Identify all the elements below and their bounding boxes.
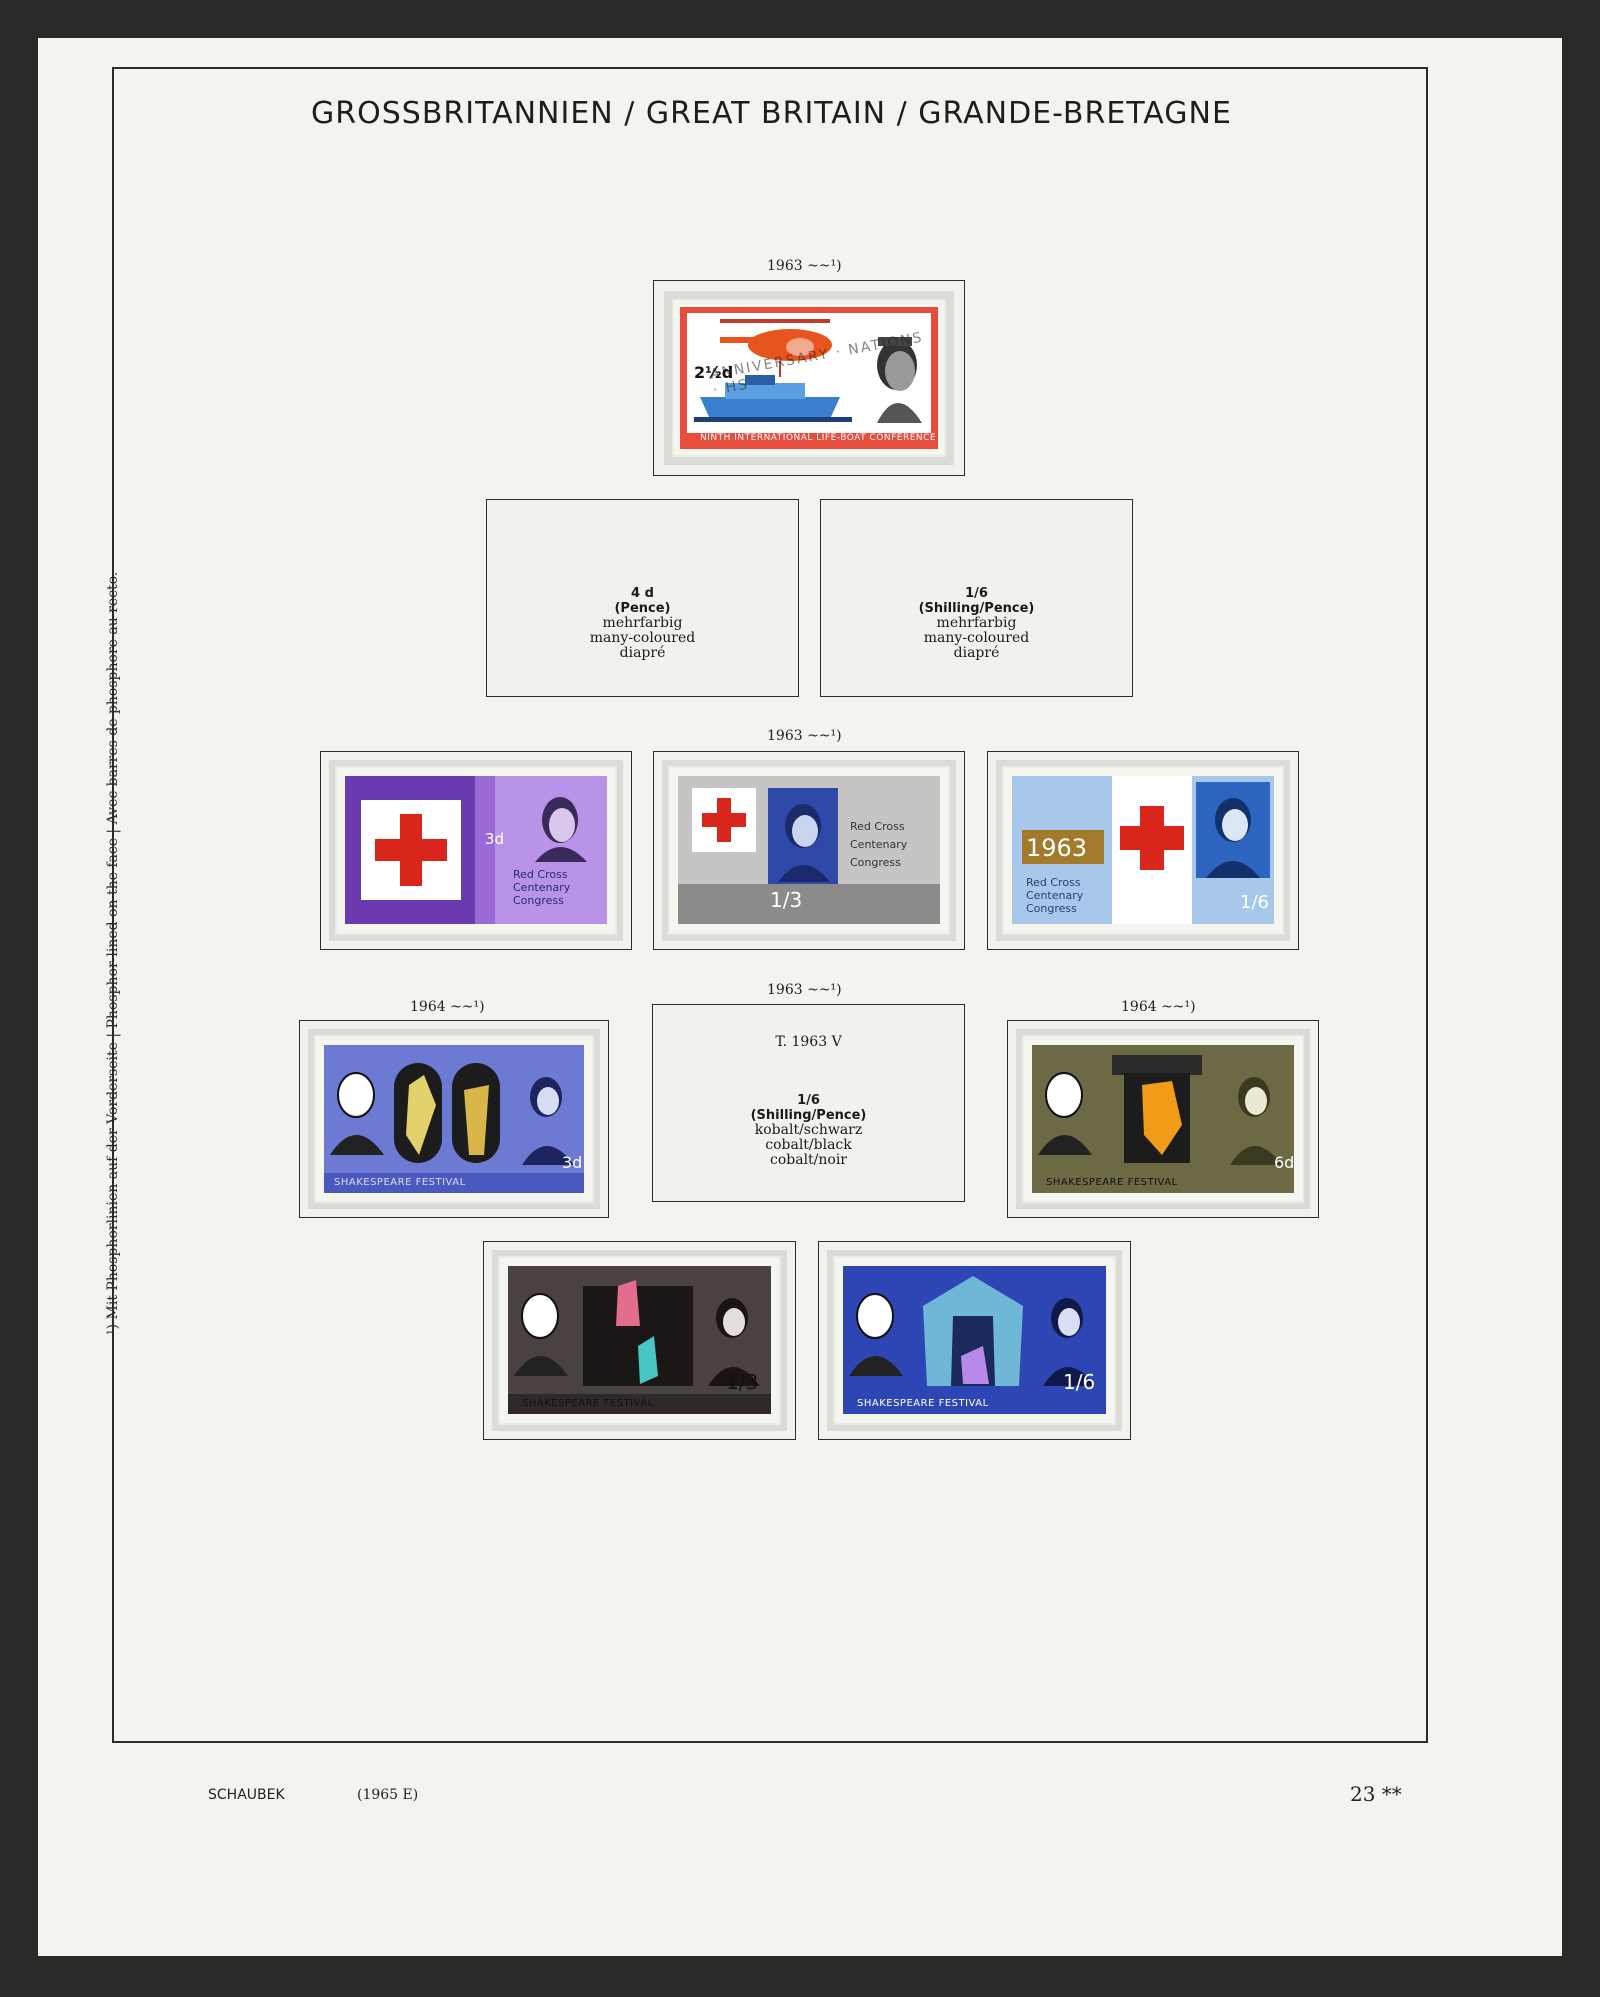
mount-box-lifeboat: 2½d NINTH INTERNATIONAL LIFE-BOAT CONFER… [653, 280, 965, 476]
stamp-lifeboat[interactable]: 2½d NINTH INTERNATIONAL LIFE-BOAT CONFER… [680, 307, 938, 449]
publisher-name: SCHAUBEK [208, 1787, 285, 1803]
shakespeare-balcony-illustration [514, 1280, 760, 1386]
caption-1963-placeholder: 1963 ~~¹) [767, 982, 842, 998]
helicopter-lifeboat-illustration [694, 319, 852, 422]
queen-portrait-icon [535, 797, 587, 862]
outer-frame [112, 67, 1428, 1743]
shakespeare-puck-illustration [330, 1063, 574, 1165]
placeholder-1-6: 1/6 (Shilling/Pence) mehrfarbig many-col… [820, 499, 1133, 697]
stamp-shakespeare-1-3[interactable]: 1/3 SHAKESPEARE FESTIVAL [508, 1266, 771, 1414]
stamp-shakespeare-6d[interactable]: 6d SHAKESPEARE FESTIVAL [1032, 1045, 1294, 1193]
mount-box-shakespeare-6d: 6d SHAKESPEARE FESTIVAL [1007, 1020, 1319, 1218]
stamp-shakespeare-1-6[interactable]: 1/6 SHAKESPEARE FESTIVAL [843, 1266, 1106, 1414]
queen-portrait-icon [1196, 782, 1270, 878]
caption-1963-lifeboat: 1963 ~~¹) [767, 258, 842, 274]
mount-box-shakespeare-3d: 3d SHAKESPEARE FESTIVAL [299, 1020, 609, 1218]
mount-box-shakespeare-1-3: 1/3 SHAKESPEARE FESTIVAL [483, 1241, 796, 1440]
mount-box-shakespeare-1-6: 1/6 SHAKESPEARE FESTIVAL [818, 1241, 1131, 1440]
shakespeare-tent-illustration [849, 1276, 1095, 1386]
edition-label: (1965 E) [357, 1787, 419, 1803]
page-title: GROSSBRITANNIEN ∕ GREAT BRITAIN ∕ GRANDE… [311, 96, 1232, 131]
page-number: 23 ** [1350, 1782, 1402, 1806]
caption-1963-redcross: 1963 ~~¹) [767, 728, 842, 744]
phosphor-footnote: ¹) Mit Phosphorlinien auf der Vorderseit… [105, 571, 121, 1335]
queen-portrait-icon [877, 337, 922, 423]
caption-1964-shakespeare-left: 1964 ~~¹) [410, 999, 485, 1015]
placeholder-4d: 4 d (Pence) mehrfarbig many-coloured dia… [486, 499, 799, 697]
stamp-shakespeare-3d[interactable]: 3d SHAKESPEARE FESTIVAL [324, 1045, 584, 1193]
caption-1964-shakespeare-right: 1964 ~~¹) [1121, 999, 1196, 1015]
shakespeare-falstaff-illustration [1038, 1055, 1282, 1165]
queen-portrait-icon [778, 804, 830, 882]
placeholder-1-6-cobalt: T. 1963 V 1/6 (Shilling/Pence) kobalt/sc… [652, 1004, 965, 1202]
